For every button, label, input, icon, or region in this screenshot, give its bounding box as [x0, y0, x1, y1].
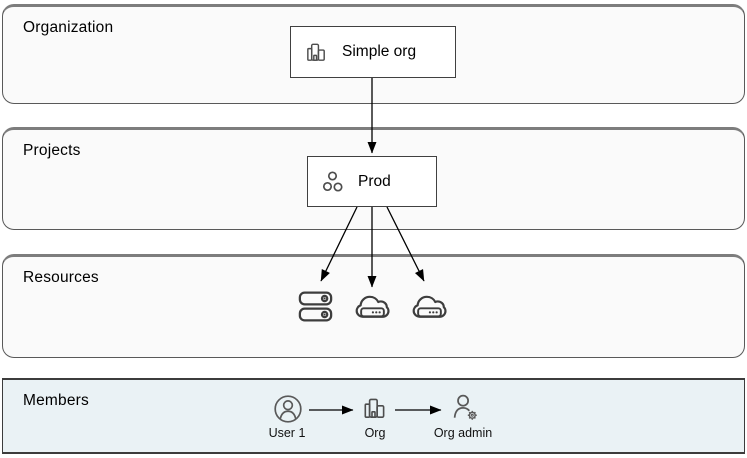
section-members: Members — [2, 378, 745, 454]
org-node-label: Simple org — [342, 43, 417, 60]
member-user-label: User 1 — [268, 426, 306, 440]
section-resources: Resources — [2, 254, 745, 358]
project-dots-icon — [320, 170, 346, 194]
section-projects-label: Projects — [23, 142, 81, 159]
member-admin-label: Org admin — [433, 426, 493, 440]
prod-node-label: Prod — [358, 172, 391, 190]
org-node: Simple org — [290, 26, 456, 78]
user-gear-icon — [449, 391, 482, 425]
building-icon — [304, 40, 329, 64]
section-members-label: Members — [23, 392, 89, 409]
server-stack-icon — [296, 290, 335, 323]
cloud-server-icon — [411, 293, 448, 322]
user-icon — [272, 393, 304, 425]
prod-node: Prod — [307, 156, 437, 207]
member-org-label: Org — [364, 426, 386, 440]
org-building-icon — [361, 395, 389, 421]
section-organization-label: Organization — [23, 19, 114, 36]
section-resources-label: Resources — [23, 269, 99, 286]
cloud-server-icon — [354, 293, 391, 322]
section-organization: Organization — [2, 4, 745, 104]
